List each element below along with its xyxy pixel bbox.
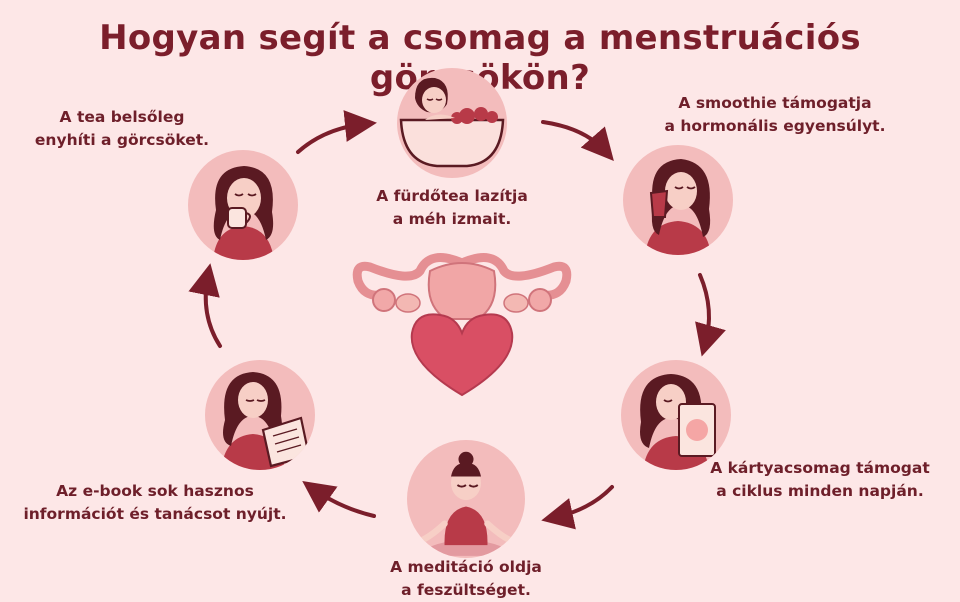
cards-caption: A kártyacsomag támogat a ciklus minden n… xyxy=(700,457,940,503)
ebook-caption-line1: Az e-book sok hasznos xyxy=(56,482,254,500)
meditation-caption-line2: a feszültséget. xyxy=(401,581,531,599)
smoothie-caption-line1: A smoothie támogatja xyxy=(678,94,872,112)
ebook-caption-line2: információt és tanácsot nyújt. xyxy=(23,505,287,523)
meditation-caption-line1: A meditáció oldja xyxy=(390,558,542,576)
cards-illustration xyxy=(621,360,731,470)
arrow-tea-to-bath xyxy=(296,110,377,154)
arrow-meditation-to-ebook xyxy=(302,481,376,518)
tea-caption-line1: A tea belsőleg xyxy=(59,108,185,126)
bath-caption: A fürdőtea lazítja a méh izmait. xyxy=(352,185,552,231)
bath-caption-line1: A fürdőtea lazítja xyxy=(376,187,528,205)
cards-caption-line1: A kártyacsomag támogat xyxy=(710,459,930,477)
smoothie-caption: A smoothie támogatja a hormonális egyens… xyxy=(660,92,890,138)
woman-holding-card-icon xyxy=(640,374,716,470)
arrow-ebook-to-tea xyxy=(188,263,222,348)
smoothie-caption-line2: a hormonális egyensúlyt. xyxy=(664,117,886,135)
arrow-smoothie-to-cards xyxy=(695,273,726,357)
tea-illustration xyxy=(188,150,298,260)
bath-caption-line2: a méh izmait. xyxy=(392,210,512,228)
woman-meditating-icon xyxy=(412,451,520,556)
woman-drinking-tea-icon xyxy=(213,166,274,260)
uterus-heart-icon xyxy=(352,253,572,397)
woman-reading-tablet-icon xyxy=(221,372,311,470)
meditation-caption: A meditáció oldja a feszültséget. xyxy=(366,556,566,602)
cards-caption-line2: a ciklus minden napján. xyxy=(716,482,924,500)
ebook-caption: Az e-book sok hasznos információt és tan… xyxy=(20,480,290,526)
bath-illustration xyxy=(397,68,507,178)
tea-caption-line2: enyhíti a görcsöket. xyxy=(34,131,210,149)
meditation-illustration xyxy=(407,440,525,558)
tea-caption: A tea belsőleg enyhíti a görcsöket. xyxy=(22,106,222,152)
arrow-cards-to-meditation xyxy=(541,485,614,530)
ebook-illustration xyxy=(205,360,315,470)
woman-drinking-smoothie-icon xyxy=(645,159,711,255)
woman-in-bath-icon xyxy=(399,77,505,168)
arrow-bath-to-smoothie xyxy=(541,120,614,162)
smoothie-illustration xyxy=(623,145,733,255)
